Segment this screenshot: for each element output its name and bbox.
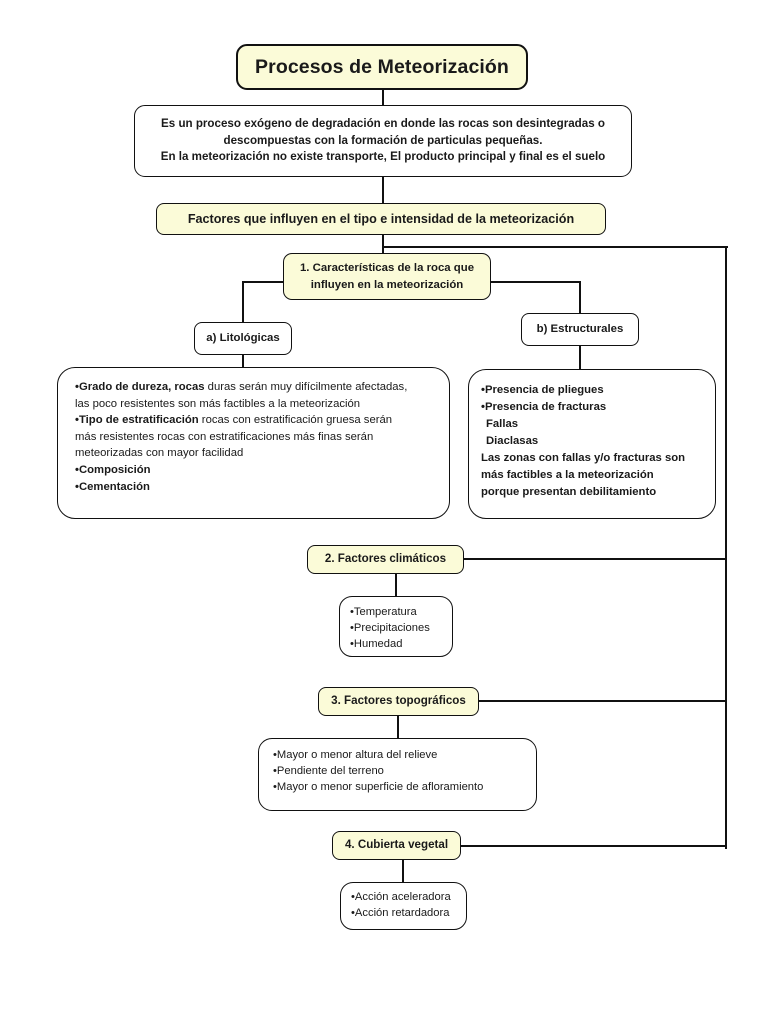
list-item-bold: meteorizadas con mayor facilidad [75,447,244,460]
list-item: Diaclasas [486,434,539,447]
list-item: Las zonas con fallas y/o fracturas son [481,451,686,464]
branch-a-litologicas-node: a) Litológicas [194,322,292,355]
factors-header-node: Factores que influyen en el tipo e inten… [156,203,606,235]
section-3-content-list: •Mayor o menor altura del relieve •Pendi… [259,739,536,796]
list-item: •Presencia de pliegues [481,384,604,396]
diagram-title-text: Procesos de Meteorización [255,55,509,78]
bullet-marker: • [75,381,79,393]
list-item-bold: Tipo de estratificación [78,414,199,427]
branch-b-label: b) Estructurales [536,323,624,336]
section-3-label: 3. Factores topográficos [331,694,466,708]
list-item-rest: las poco resistentes son más factibles a… [75,397,361,410]
list-item: •Precipitaciones [350,622,430,635]
definition-line-3: En la meteorización no existe transporte… [160,150,606,164]
branch-b-content-list: •Presencia de pliegues •Presencia de fra… [469,370,715,501]
list-item: •Composición [75,462,437,479]
list-item: •Acción aceleradora [351,891,451,903]
section-2-node: 2. Factores climáticos [307,545,464,574]
list-item: •Humedad [350,638,403,651]
branch-a-content-node: •Grado de dureza, rocas duras serán muy … [57,367,450,519]
list-item-bold: Cementación [78,480,150,493]
definition-text: Es un proceso exógeno de degradación en … [135,116,631,166]
definition-line-1: Es un proceso exógeno de degradación en … [161,116,605,130]
bullet-marker: • [75,414,79,427]
section-4-node: 4. Cubierta vegetal [332,831,461,860]
list-item-rest: duras serán muy difícilmente afectadas, [204,381,408,393]
list-item: •Acción retardadora [351,907,450,920]
list-item: •Grado de dureza, rocas duras serán muy … [75,379,437,396]
section-2-content-node: •Temperatura •Precipitaciones •Humedad [339,596,453,657]
section-3-node: 3. Factores topográficos [318,687,479,716]
section-3-content-node: •Mayor o menor altura del relieve •Pendi… [258,738,537,811]
bullet-marker: • [75,463,79,476]
branch-a-content-list: •Grado de dureza, rocas duras serán muy … [58,368,449,495]
list-item-rest: rocas con estratificación gruesa serán [198,414,393,427]
section-1-label-line-2: influyen en la meteorización [310,278,464,291]
bullet-marker: • [75,480,79,493]
section-4-content-node: •Acción aceleradora •Acción retardadora [340,882,467,930]
branch-b-content-node: •Presencia de pliegues •Presencia de fra… [468,369,716,519]
section-1-label-line-1: 1. Características de la roca que [299,261,475,274]
section-4-content-list: •Acción aceleradora •Acción retardadora [341,883,466,921]
list-item: •Tipo de estratificación rocas con estra… [75,412,437,429]
branch-a-label: a) Litológicas [206,332,280,345]
branch-b-estructurales-node: b) Estructurales [521,313,639,346]
list-item: •Mayor o menor altura del relieve [273,749,438,761]
list-item: •Presencia de fracturas [481,400,607,413]
section-2-label: 2. Factores climáticos [324,552,447,566]
factors-header-text: Factores que influyen en el tipo e inten… [187,211,575,226]
section-4-label: 4. Cubierta vegetal [344,838,449,852]
section-2-content-list: •Temperatura •Precipitaciones •Humedad [340,597,452,652]
list-item: •Temperatura [350,606,417,618]
section-1-node: 1. Características de la roca que influy… [283,253,491,300]
definition-line-2: descompuestas con la formación de partic… [223,133,543,147]
list-item: porque presentan debilitamiento [481,485,657,498]
list-item-bold: Composición [78,463,151,476]
list-item-bold: Grado de dureza, rocas [78,381,205,393]
list-item: Fallas [486,417,519,430]
section-1-label: 1. Características de la roca que influy… [284,260,490,293]
list-item: •Cementación [75,479,437,496]
list-item: •Mayor o menor superficie de afloramient… [273,781,484,794]
list-item: meteorizadas con mayor facilidad [75,445,437,462]
list-item: más factibles a la meteorización [481,468,654,481]
definition-node: Es un proceso exógeno de degradación en … [134,105,632,177]
diagram-title-node: Procesos de Meteorización [236,44,528,90]
list-item: las poco resistentes son más factibles a… [75,396,437,413]
list-item: •Pendiente del terreno [273,765,384,778]
list-item: más resistentes rocas con estratificacio… [75,429,437,446]
list-item-bold: más resistentes rocas con estratificacio… [75,430,374,443]
